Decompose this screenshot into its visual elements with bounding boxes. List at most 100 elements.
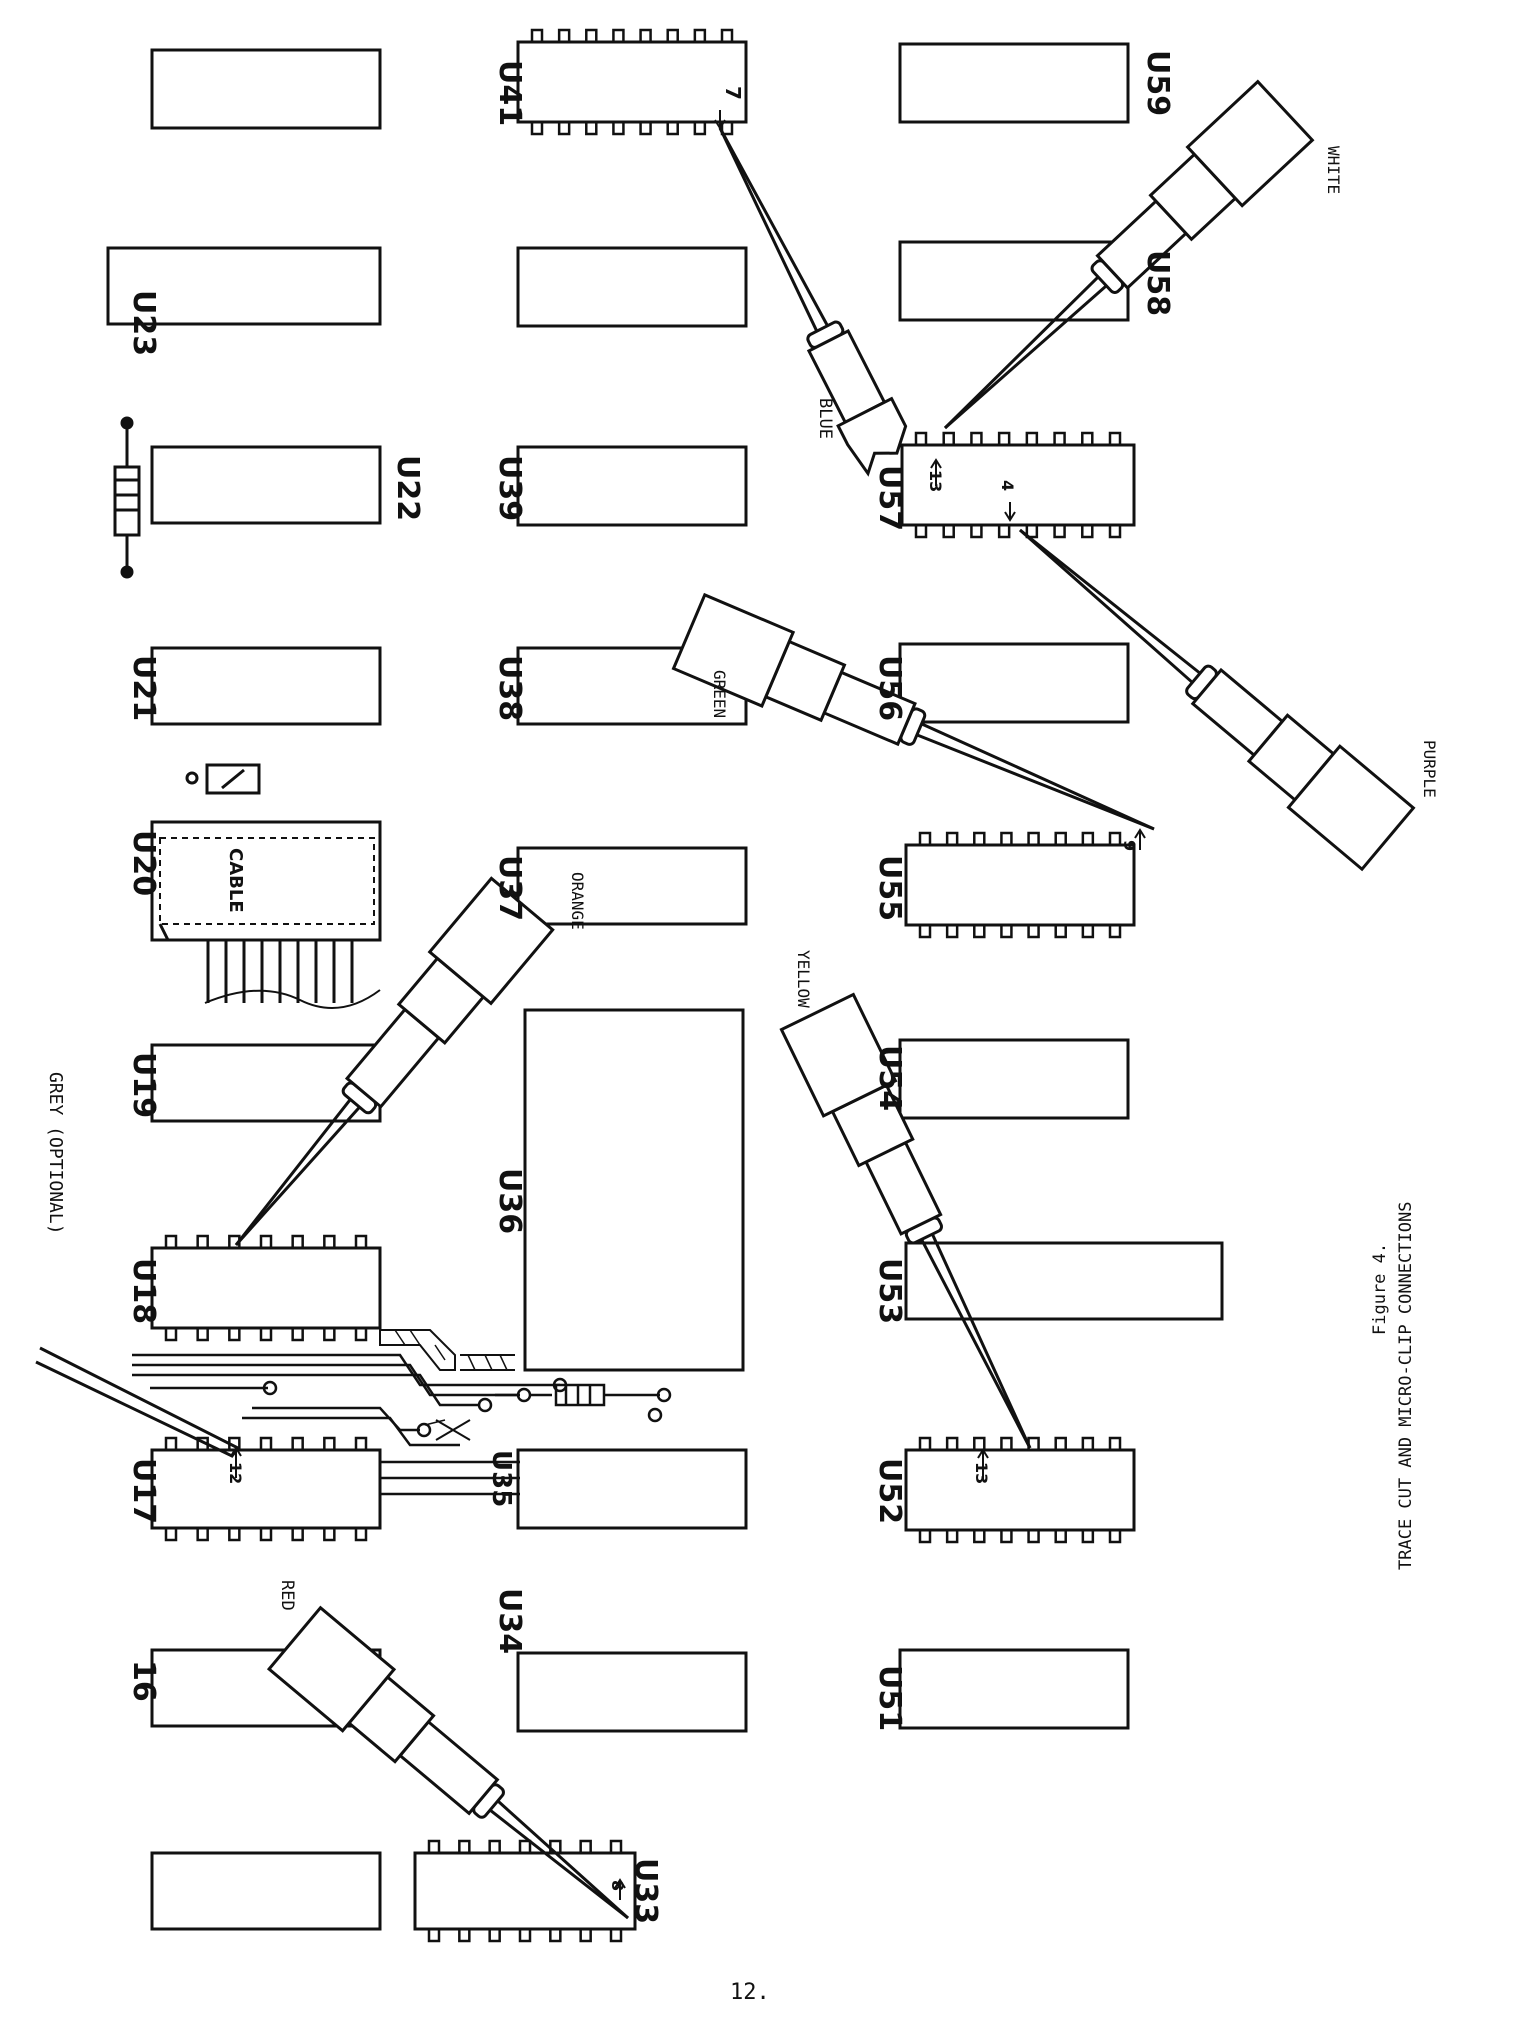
label-u58: U58 (1140, 250, 1175, 316)
chip-pin (427, 1839, 441, 1855)
chip-pin (666, 28, 679, 44)
clip-orange (234, 876, 555, 1247)
label-orange: ORANGE (568, 872, 587, 930)
chip-pin (973, 831, 986, 847)
chip-pin (196, 1234, 209, 1250)
chip-pin (259, 1234, 273, 1250)
chip-pin (1081, 1528, 1095, 1544)
chip-u22-left (106, 246, 382, 326)
chip-u20-with-cable (150, 820, 382, 1009)
chip-pin (354, 1234, 368, 1250)
chip-pin (1000, 1528, 1013, 1544)
chip-pin (1108, 923, 1122, 939)
chip-pin (164, 1436, 178, 1452)
chip-pin (228, 1526, 241, 1542)
chip-pin (918, 923, 932, 939)
chip-pin (557, 120, 571, 136)
chip-pin (720, 28, 734, 44)
chip-u39 (516, 445, 748, 527)
chip-pin (291, 1234, 304, 1250)
chip-pin (1053, 523, 1066, 539)
chip-pin (945, 1436, 959, 1452)
chip-pin (693, 120, 707, 136)
chip-pin (1081, 431, 1094, 447)
label-u18: U18 (126, 1258, 161, 1324)
chip-pin (549, 1927, 562, 1943)
label-purple: PURPLE (1420, 740, 1439, 798)
chip-pin (196, 1326, 209, 1342)
chip-u52 (904, 1436, 1136, 1544)
chip-pin (1054, 1528, 1067, 1544)
label-u53: U53 (872, 1258, 907, 1324)
chip-body (150, 1246, 382, 1330)
chip-pin (942, 431, 955, 447)
chip-body (904, 1448, 1136, 1532)
clip-blue (718, 127, 908, 477)
label-u22: U22 (390, 455, 425, 521)
chip-pin (1081, 923, 1095, 939)
chip-pin (164, 1526, 178, 1542)
chip-u37 (516, 846, 748, 926)
chip-pin (259, 1326, 273, 1342)
chip-pin (720, 120, 734, 136)
resistor-icon (113, 416, 141, 579)
chip-pin (970, 431, 983, 447)
label-u37: U37 (492, 855, 527, 921)
chip-pin (973, 1528, 986, 1544)
chip-pin (323, 1326, 336, 1342)
chip-pin (518, 1927, 532, 1943)
chip-pin (458, 1839, 471, 1855)
chip-pin (639, 28, 652, 44)
chip-u59 (898, 42, 1130, 124)
chip-pin (323, 1436, 336, 1452)
chip-pin (557, 28, 571, 44)
chip-body (413, 1851, 637, 1931)
chip-u51 (898, 1648, 1130, 1730)
chip-pin (1108, 523, 1122, 539)
chip-pin (612, 120, 625, 136)
chip-pin (1108, 831, 1122, 847)
chip-pin (1081, 523, 1094, 539)
chip-pin (1027, 923, 1040, 939)
chip-pin (973, 1436, 986, 1452)
chip-pin (164, 1326, 178, 1342)
chip-pin (612, 28, 625, 44)
chip-u22 (150, 445, 382, 525)
chip-pin (354, 1526, 368, 1542)
chip-pin (1108, 431, 1122, 447)
chip-pin (1000, 1436, 1013, 1452)
label-u56: U56 (872, 655, 907, 721)
chip-pin (228, 1326, 241, 1342)
chip-u35 (516, 1448, 748, 1530)
chip-u53 (904, 1241, 1224, 1321)
switch-icon (185, 763, 261, 795)
chip-pin (945, 831, 959, 847)
chip-pin (1000, 831, 1013, 847)
chip-pin (942, 523, 955, 539)
pin-u41: 7 (721, 86, 745, 100)
chip-pin (1081, 1436, 1095, 1452)
chip-pin (291, 1436, 304, 1452)
board-diagram: U23 U22 U21 U20 U19 U18 U17 16 U33 U34 U… (35, 28, 1439, 1943)
figure-caption-number: Figure 4. (1370, 1242, 1390, 1335)
chip-pin (1054, 831, 1067, 847)
label-green: GREEN (710, 670, 729, 718)
label-u21: U21 (126, 655, 161, 721)
label-u39: U39 (492, 455, 527, 521)
label-u59: U59 (1140, 50, 1175, 116)
chip-pin (609, 1839, 623, 1855)
chip-pin (666, 120, 679, 136)
chip-pin (530, 120, 544, 136)
label-u19: U19 (126, 1052, 161, 1118)
label-u54: U54 (872, 1045, 907, 1111)
label-white: WHITE (1324, 146, 1343, 194)
chip-u21 (150, 646, 382, 726)
chip-u19 (150, 1043, 382, 1123)
chip-pin (488, 1927, 501, 1943)
chip-pin (1108, 1436, 1122, 1452)
chip-pin (693, 28, 707, 44)
chip-pin (323, 1526, 336, 1542)
label-blue: BLUE (815, 398, 835, 439)
chip-pin (918, 1436, 932, 1452)
